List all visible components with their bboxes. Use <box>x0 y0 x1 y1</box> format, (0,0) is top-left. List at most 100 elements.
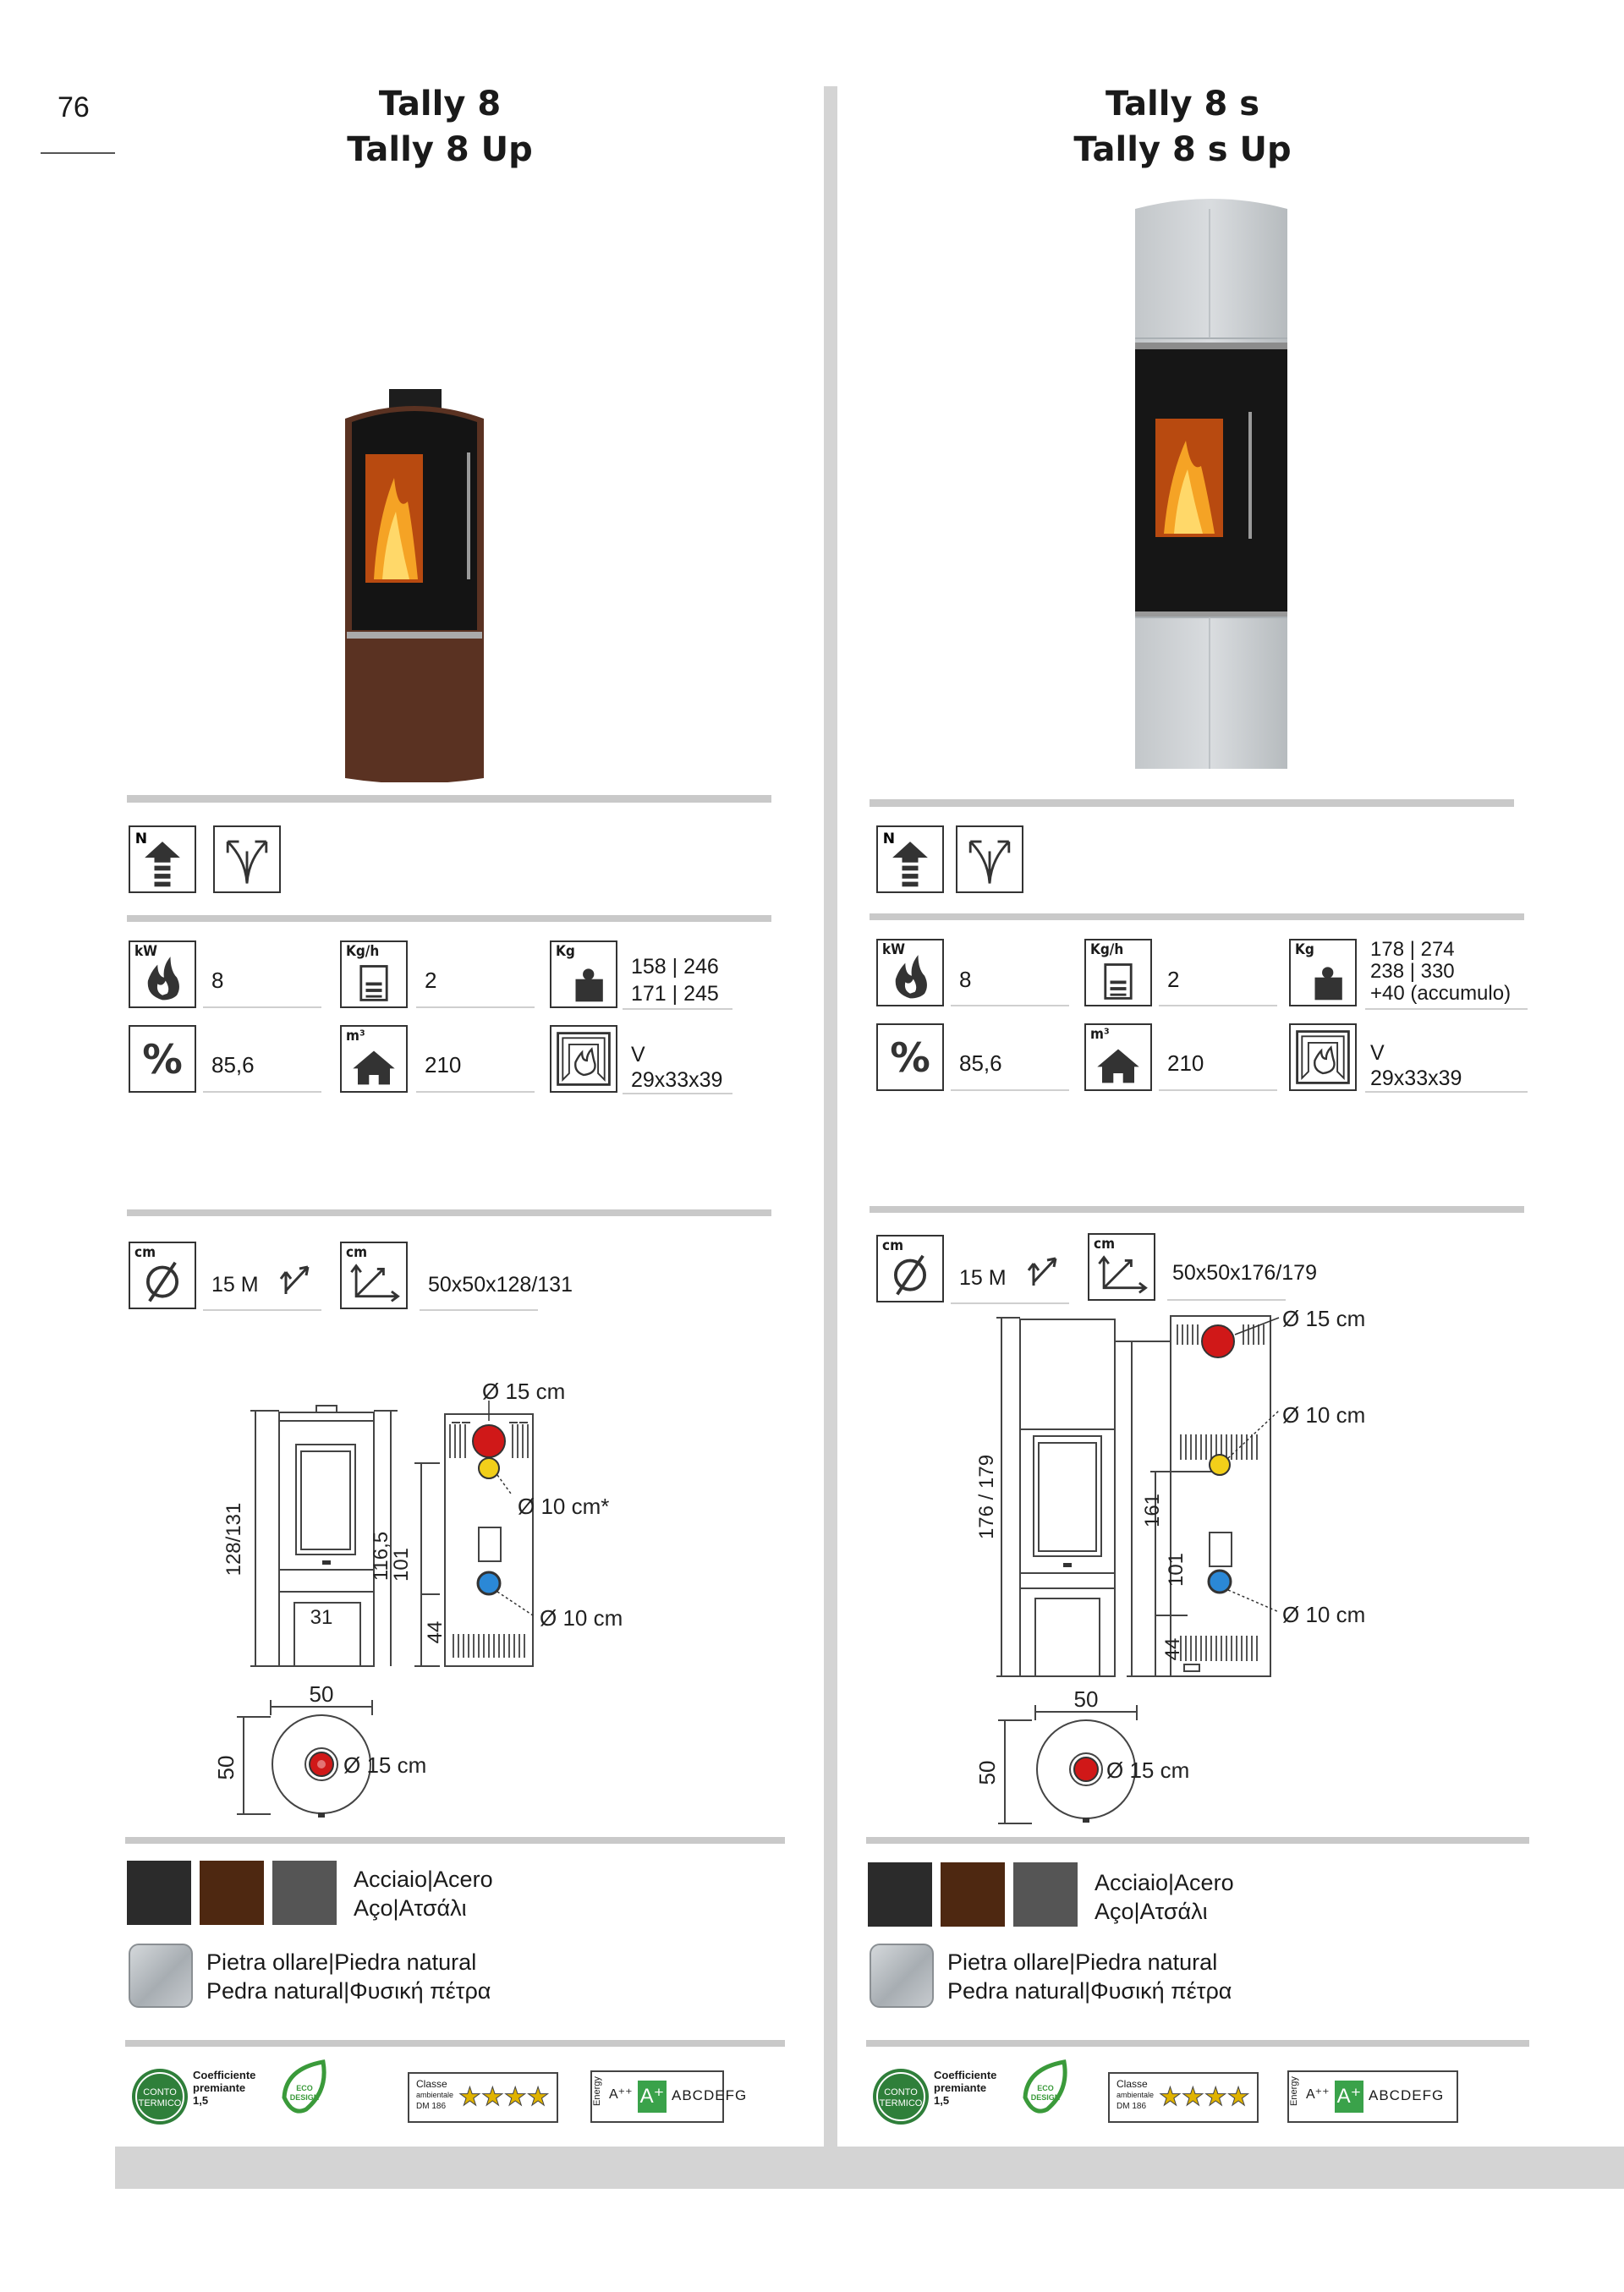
energy-scale: ABCDEFG <box>672 2087 748 2103</box>
north-chimney-icon: N <box>129 825 196 893</box>
conto-text-1: CONTO <box>143 2087 177 2097</box>
product-title-line2: Tally 8 s Up <box>1073 130 1292 169</box>
height-161-label: 161 <box>1141 1494 1164 1527</box>
consumption-value: 2 <box>425 968 437 993</box>
conto-text-1: CONTO <box>884 2087 918 2097</box>
heated-volume-icon: m³ <box>340 1025 408 1093</box>
coeff-line-3: 1,5 <box>934 2094 950 2107</box>
consumption-value: 2 <box>1167 967 1180 992</box>
finish-swatch-brown[interactable] <box>200 1861 264 1925</box>
finish-swatch-stone[interactable] <box>870 1944 934 2008</box>
firebox-type: V <box>631 1043 645 1066</box>
finish-swatch-black[interactable] <box>868 1862 932 1927</box>
power-value: 8 <box>211 968 224 993</box>
flue-low-label: Ø 10 cm <box>1282 1602 1365 1627</box>
value-underline <box>1159 1089 1277 1091</box>
flue-mid-label: Ø 10 cm* <box>518 1494 609 1519</box>
weight-icon: Kg <box>1289 939 1357 1006</box>
heated-volume-value: 210 <box>425 1052 462 1077</box>
section-rule <box>125 2040 785 2047</box>
section-rule <box>127 915 771 922</box>
classe-line-3: DM 186 <box>1116 2102 1147 2111</box>
steel-label-2: Aço|Ατσάλι <box>354 1895 467 1921</box>
energy-app: A⁺⁺ <box>1306 2087 1330 2102</box>
height-44-label: 44 <box>424 1621 447 1644</box>
classe-line-2: ambientale <box>416 2091 454 2099</box>
dimensions-value: 50x50x128/131 <box>428 1273 573 1297</box>
stone-label-1: Pietra ollare|Piedra natural <box>206 1949 477 1975</box>
dimensions-icon: cm <box>340 1242 408 1309</box>
finish-swatch-grey[interactable] <box>272 1861 337 1925</box>
value-underline <box>1365 1008 1528 1010</box>
energy-vertical-text: Energy <box>592 2076 602 2106</box>
energy-app: A⁺⁺ <box>609 2087 633 2102</box>
flue-direction-icon <box>1027 1257 1057 1286</box>
eco-text-1: ECO <box>296 2084 313 2092</box>
finish-swatch-grey[interactable] <box>1013 1862 1078 1927</box>
efficiency-value: 85,6 <box>211 1052 255 1077</box>
value-underline <box>420 1309 538 1311</box>
technical-drawing: Ø 15 cm Ø 10 cm Ø 10 cm 176 / 179 161 10… <box>974 1306 1365 1824</box>
firebox-size: 29x33x39 <box>1370 1066 1462 1090</box>
page-bottom-bar <box>115 2147 1624 2189</box>
air-flow-icon <box>956 825 1023 893</box>
section-rule <box>127 1209 771 1216</box>
energy-ap: A⁺ <box>638 2081 667 2113</box>
steel-label-2: Aço|Ατσάλι <box>1095 1899 1208 1924</box>
svg-text:%: % <box>142 1037 183 1083</box>
coeff-line-2: premiante <box>934 2081 987 2094</box>
stone-label-2: Pedra natural|Φυσική πέτρα <box>947 1978 1232 2004</box>
stove-image-stone <box>1135 199 1287 769</box>
energy-vertical-text: Energy <box>1289 2076 1299 2106</box>
coeff-line-3: 1,5 <box>193 2094 209 2107</box>
value-underline <box>951 1302 1069 1304</box>
eco-text-1: ECO <box>1037 2084 1054 2092</box>
column-divider <box>824 86 837 2150</box>
finish-swatch-black[interactable] <box>127 1861 191 1925</box>
product-column-tally-8-s: Tally 8 s Tally 8 s Up N kW 8 Kg/h <box>861 0 1563 2148</box>
steel-label-1: Acciaio|Acero <box>1095 1870 1234 1895</box>
flue-top-label: Ø 15 cm <box>1282 1306 1365 1331</box>
flue-mid-label: Ø 10 cm <box>1282 1402 1365 1428</box>
width-31-label: 31 <box>310 1606 333 1629</box>
eco-text-2: DESIGN <box>1031 2093 1061 2102</box>
top-depth-label: 50 <box>213 1756 239 1780</box>
coefficient-label: Coefficiente premiante 1,5 <box>934 2069 996 2107</box>
top-depth-label: 50 <box>974 1761 1000 1785</box>
section-rule <box>870 913 1524 920</box>
conto-termico-badge: CONTO TERMICO <box>132 2069 188 2125</box>
value-underline <box>416 1006 535 1008</box>
svg-text:%: % <box>890 1035 930 1082</box>
finish-swatch-brown[interactable] <box>941 1862 1005 1927</box>
height-total-label: 128/131 <box>222 1503 245 1576</box>
firebox-size: 29x33x39 <box>631 1068 723 1092</box>
product-title: Tally 8 Tally 8 Up <box>118 81 761 173</box>
eco-design-badge: ECO DESIGN <box>282 2059 326 2114</box>
flue-direction-icon <box>279 1265 310 1294</box>
height-1165-label: 116,5 <box>370 1532 392 1581</box>
heated-volume-icon: m³ <box>1084 1023 1152 1091</box>
bottom-flue-label: Ø 15 cm <box>343 1752 426 1778</box>
dimensions-value: 50x50x176/179 <box>1172 1261 1317 1285</box>
flue-value: 15 M <box>211 1273 259 1297</box>
value-underline <box>203 1091 321 1093</box>
energy-ap: A⁺ <box>1335 2081 1363 2113</box>
value-underline <box>203 1309 321 1311</box>
classe-ambientale-badge: Classe ambientale DM 186 ★★★★ <box>408 2072 558 2123</box>
section-rule <box>870 799 1514 807</box>
conto-text-2: TERMICO <box>880 2098 923 2108</box>
weight-value-1: 178 | 274 <box>1370 938 1455 961</box>
kw-power-icon: kW <box>129 940 196 1008</box>
weight-value-3: +40 (accumulo) <box>1370 982 1512 1005</box>
finish-swatch-stone[interactable] <box>129 1944 193 2008</box>
energy-label-badge: Energy A⁺⁺ A⁺ ABCDEFG <box>1287 2070 1458 2123</box>
coeff-line-2: premiante <box>193 2081 246 2094</box>
product-column-tally-8: Tally 8 Tally 8 Up N kW 8 Kg/h 2 Kg <box>118 0 820 2148</box>
heated-volume-value: 210 <box>1167 1050 1204 1076</box>
value-underline <box>1167 1299 1286 1301</box>
bottom-flue-label: Ø 15 cm <box>1106 1757 1189 1783</box>
weight-icon: Kg <box>550 940 617 1008</box>
coeff-line-1: Coefficiente <box>193 2069 256 2081</box>
page-number-rule <box>41 152 115 154</box>
section-rule <box>866 1837 1529 1844</box>
